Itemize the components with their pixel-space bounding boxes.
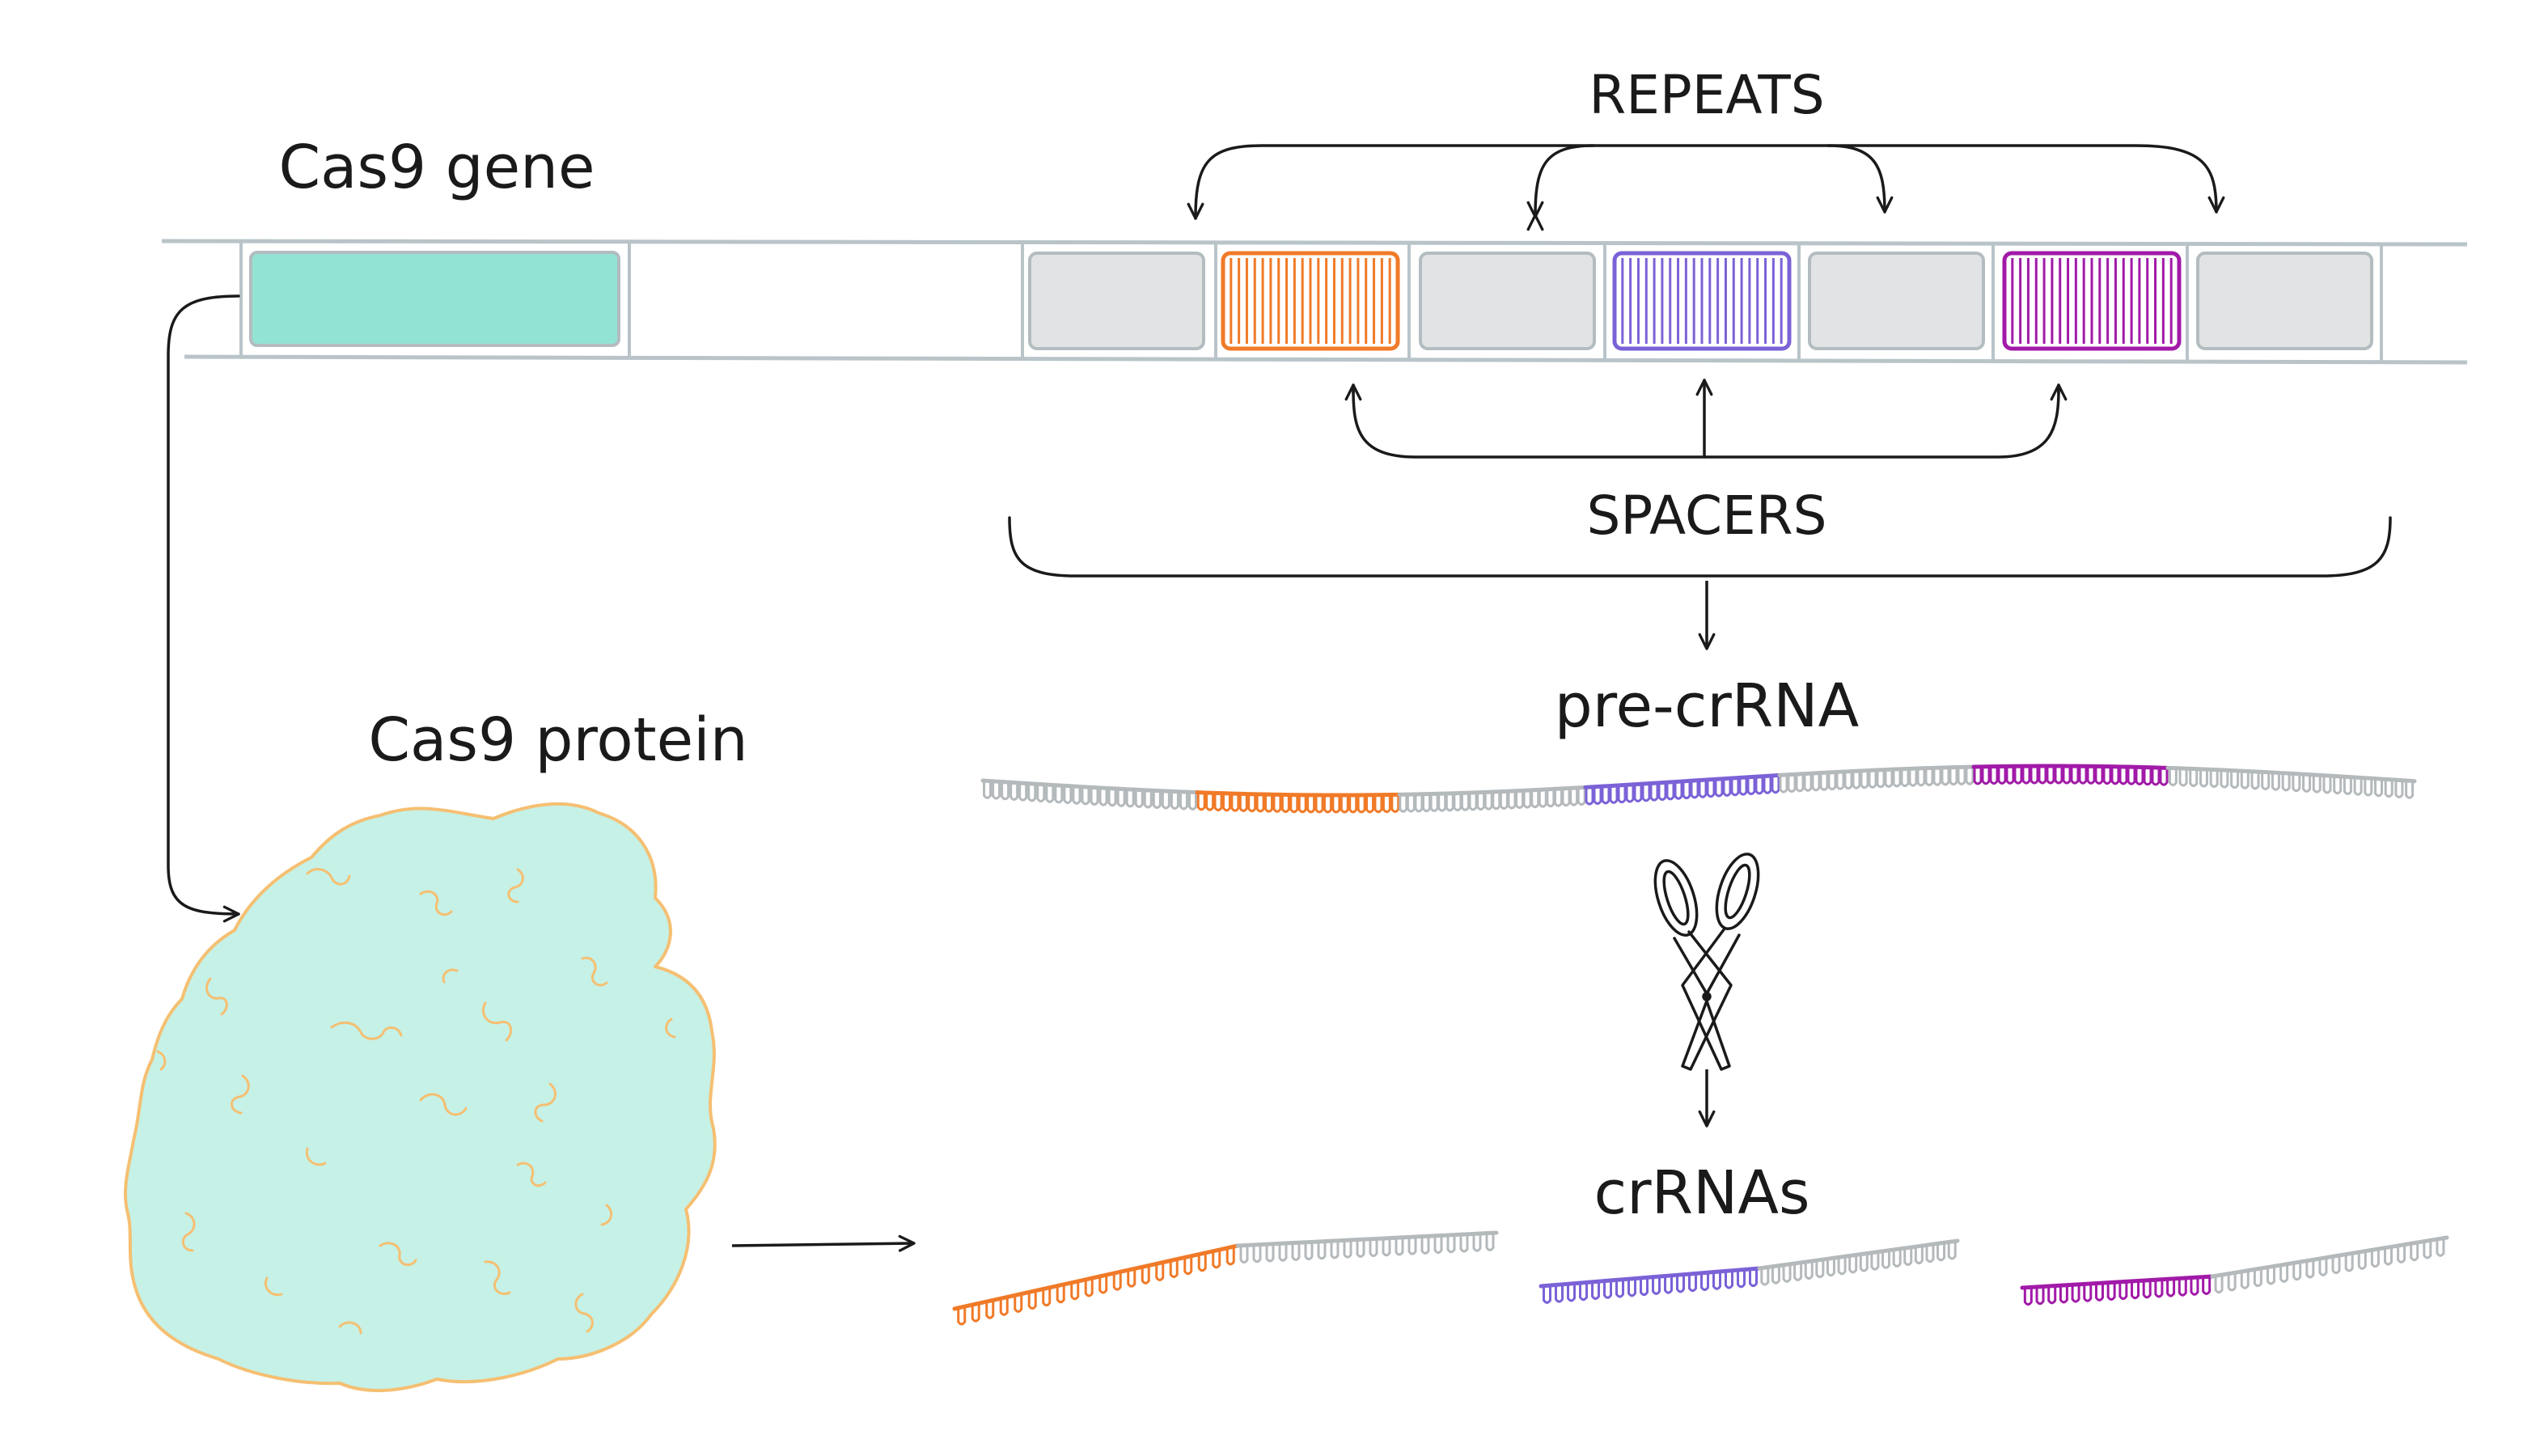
- protein-to-crrna-arrow: [731, 1234, 916, 1252]
- repeat-box: [1028, 252, 1205, 350]
- pre-crrna-seg-6-bases: [2168, 768, 2415, 799]
- crrnas-label: crRNAs: [1594, 1158, 1809, 1228]
- cas9-protein-texture: [156, 868, 676, 1335]
- repeat-box: [2196, 252, 2373, 350]
- locus-top-line: [161, 239, 2468, 247]
- pre-crrna-seg-0-backbone: [980, 778, 1200, 795]
- gene-to-protein-arrow: [167, 294, 240, 923]
- spacer-box-purple: [1612, 251, 1792, 351]
- cas9-protein: [124, 802, 717, 1393]
- repeat-box: [1808, 252, 1985, 350]
- locus-bottom-line: [184, 354, 2468, 365]
- pre-crrna-seg-3-bases: [1585, 775, 1780, 806]
- crrna-1-repeat-backbone: [1235, 1230, 1499, 1248]
- repeats-label: REPEATS: [1589, 64, 1824, 126]
- scissors-icon: [1653, 853, 1760, 1071]
- crrna-1-spacer-backbone: [952, 1243, 1240, 1311]
- crrna-2-repeat-bases: [1760, 1241, 1957, 1286]
- pre-crrna-seg-2-bases: [1399, 787, 1586, 813]
- pre-crrna-seg-1-backbone: [1195, 790, 1402, 798]
- spacer-box-magenta: [2002, 251, 2182, 351]
- crrna-2-spacer-backbone: [1539, 1266, 1762, 1289]
- crrna-3-spacer-bases: [2023, 1276, 2212, 1306]
- crispr-locus: [161, 239, 2468, 365]
- locus-bracket: [1008, 516, 2392, 578]
- spacers-label: SPACERS: [1587, 485, 1827, 547]
- cas9-gene-block: [249, 251, 620, 347]
- locus-dividers: [239, 241, 2383, 362]
- crrna-2-spacer-bases: [1543, 1268, 1758, 1304]
- crrna-1-repeat-bases: [1239, 1233, 1495, 1264]
- pre-crrna-seg-5-bases: [1973, 766, 2169, 786]
- crrna-3-repeat-bases: [2214, 1238, 2445, 1294]
- crrna-2-repeat-backbone: [1757, 1238, 1960, 1271]
- pre-crrna-seg-6-backbone: [2165, 765, 2417, 784]
- crrna-orange: [952, 1230, 1499, 1326]
- crrna-1-spacer-bases: [957, 1246, 1235, 1326]
- crrna-3-repeat-backbone: [2210, 1235, 2449, 1279]
- repeats-arrow-3: [1826, 144, 1894, 214]
- cas9-gene-label: Cas9 gene: [278, 133, 595, 202]
- cas9-protein-label: Cas9 protein: [368, 705, 747, 775]
- pre-crrna-strand: [980, 764, 2417, 814]
- cas9-protein-blob: [124, 802, 717, 1393]
- pre-crrna-seg-4-bases: [1779, 767, 1974, 794]
- pre-crrna-seg-0-bases: [983, 781, 1197, 811]
- pre-crrna-label: pre-crRNA: [1555, 671, 1860, 741]
- crrna-magenta: [2020, 1235, 2449, 1306]
- repeats-arrow-2: [1526, 144, 1595, 231]
- crrna-purple: [1539, 1238, 1960, 1304]
- spacers-bracket: [1344, 379, 2068, 459]
- pre-crrna-seg-1-bases: [1196, 792, 1400, 814]
- repeat-box: [1419, 252, 1596, 350]
- repeats-bracket: [1187, 144, 2225, 231]
- crrna-3-spacer-backbone: [2020, 1274, 2215, 1290]
- spacer-box-orange: [1221, 251, 1400, 351]
